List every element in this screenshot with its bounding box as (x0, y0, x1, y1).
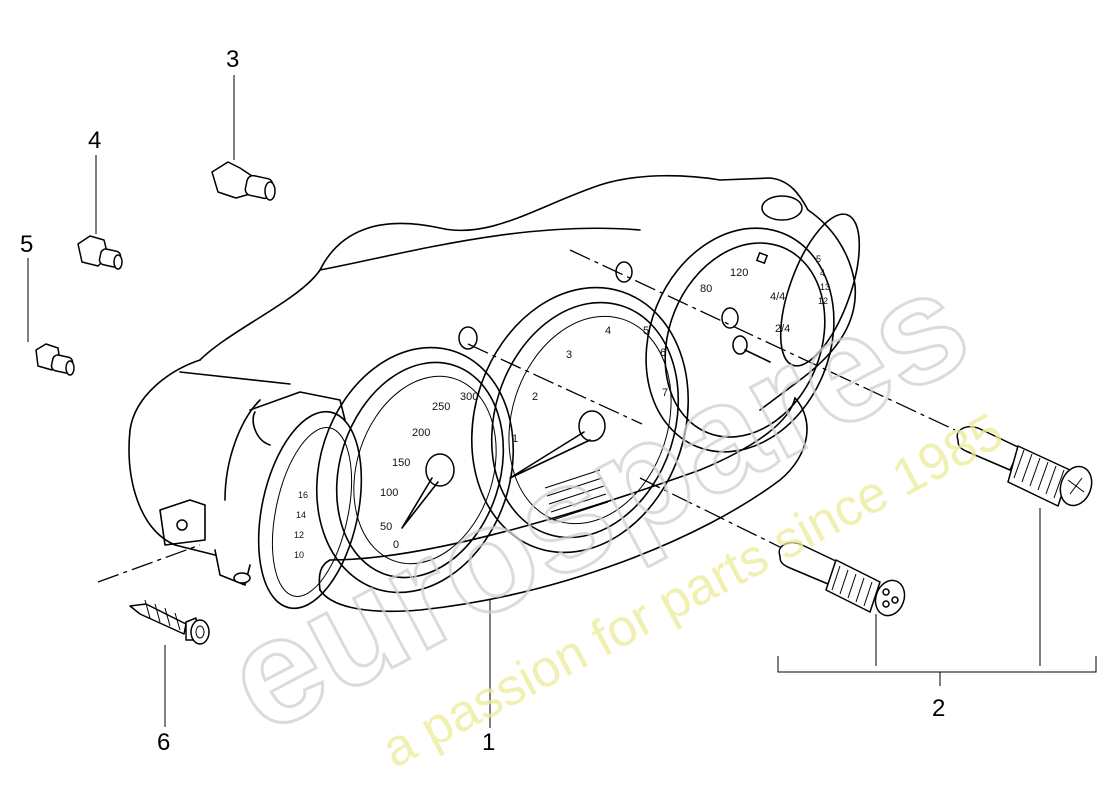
speedometer-tick: 250 (432, 401, 450, 413)
tachometer-tick: 3 (566, 349, 572, 361)
tachometer-tick: 6 (660, 347, 666, 359)
reset-button-lower[interactable] (778, 542, 909, 620)
right-small-tick: 12 (818, 296, 828, 306)
speedometer-tick: 200 (412, 427, 430, 439)
reset-button-upper[interactable] (956, 426, 1097, 510)
callout-5: 5 (20, 231, 33, 258)
tachometer-tick: 5 (643, 325, 649, 337)
left-gauge-tick: 16 (298, 490, 308, 500)
speedometer: 0 50 100 150 200 250 300 (315, 346, 515, 594)
right-gauge-tick: 80 (700, 283, 712, 295)
screw-6[interactable] (129, 599, 210, 645)
bulb-socket-5[interactable] (35, 343, 75, 376)
bulb-socket-4[interactable] (77, 235, 123, 270)
left-gauge-tick: 14 (296, 510, 306, 520)
speedometer-tick: 50 (380, 521, 392, 533)
right-gauge-tick: 2/4 (775, 323, 790, 335)
speedometer-tick: 0 (393, 539, 399, 551)
speedometer-tick: 300 (460, 391, 478, 403)
leader-lines (27, 75, 1097, 728)
instrument-cluster[interactable]: 16 14 12 10 0 50 100 150 200 250 300 (128, 174, 875, 619)
assembly-line (467, 343, 643, 425)
right-small-tick: 4 (820, 268, 825, 278)
tachometer: 1 2 3 4 5 6 7 (470, 286, 690, 554)
left-gauge-tick: 10 (294, 550, 304, 560)
watermark: eurospares a passion for parts since 198… (198, 235, 1012, 779)
assembly-line (97, 544, 201, 583)
tachometer-tick: 1 (512, 433, 518, 445)
right-gauge-tick: 4/4 (770, 291, 785, 303)
right-gauge-tick: 120 (730, 267, 748, 279)
bulb-socket-3[interactable] (211, 161, 276, 201)
left-gauge-tick: 12 (294, 530, 304, 540)
callout-4: 4 (88, 127, 101, 154)
tachometer-tick: 2 (532, 391, 538, 403)
speedometer-tick: 100 (380, 487, 398, 499)
assembly-line (569, 249, 956, 431)
tachometer-tick: 7 (662, 387, 668, 399)
callout-2: 2 (932, 695, 945, 722)
tachometer-tick: 4 (605, 325, 611, 337)
callout-6: 6 (157, 729, 170, 756)
speedometer-tick: 150 (392, 457, 410, 469)
right-small-tick: 13 (820, 282, 830, 292)
right-small-tick: 5 (816, 254, 821, 264)
callout-3: 3 (226, 46, 239, 73)
assembly-line (639, 477, 791, 553)
callout-1: 1 (482, 729, 495, 756)
